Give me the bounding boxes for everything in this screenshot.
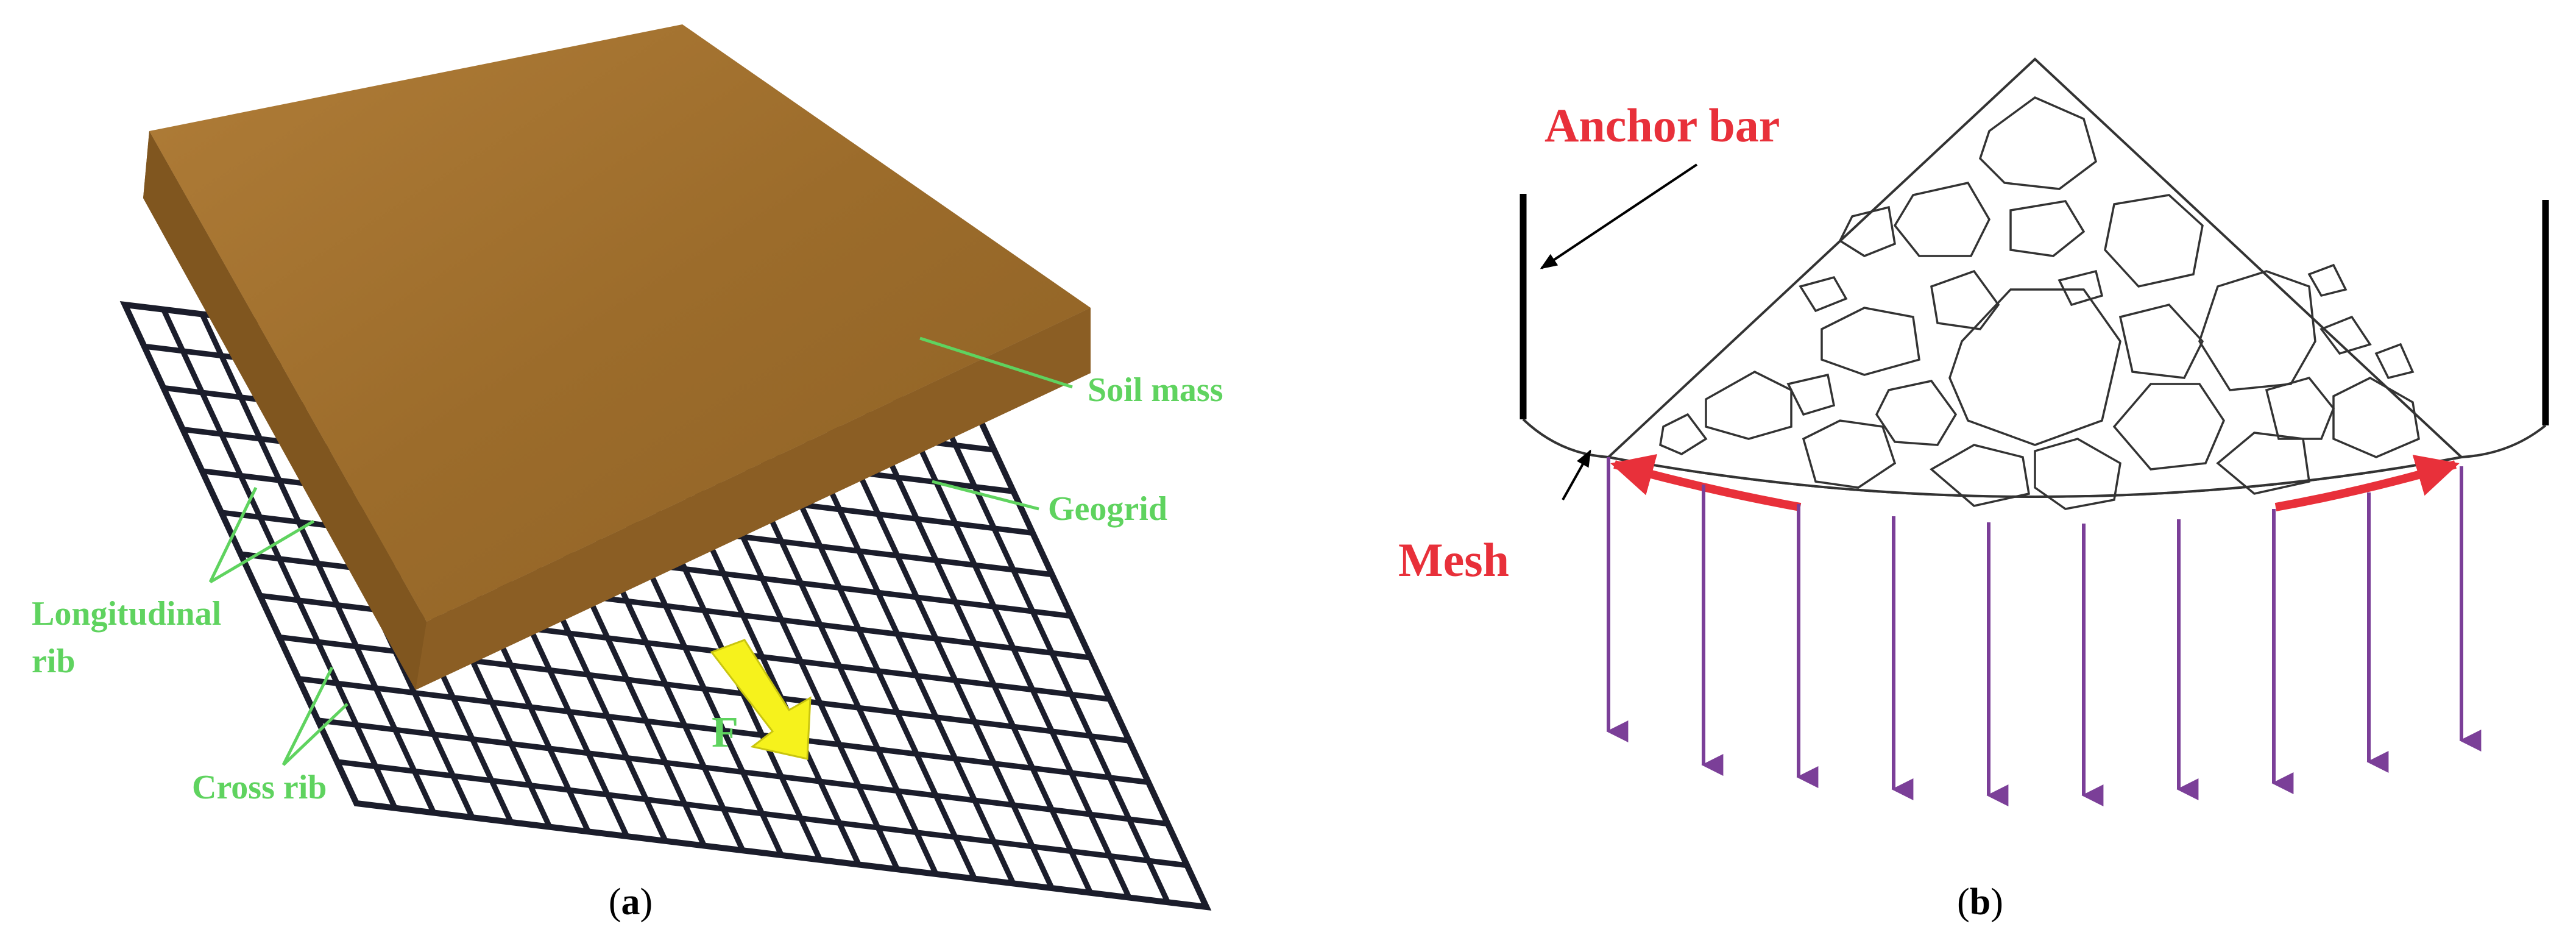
mesh-label: Mesh [1398,533,1509,586]
rock-fragment [1838,205,1896,257]
rock-fragment [1786,373,1836,416]
longitudinal-rib [856,393,1093,894]
rock-fragment [1821,307,1920,376]
longitudinal-rib [933,402,1170,904]
rock-fragment [1875,380,1958,446]
load-arrows [1606,457,2482,806]
soil-left-face [143,131,426,690]
anchor-bar-label: Anchor bar [1545,99,1780,152]
longitudinal-leader-2 [209,519,315,584]
rock-fragment [2058,269,2104,307]
soil-mass-leader [919,336,1073,389]
panel-a: Soil mass Geogrid Longitudinal rib Cross… [32,24,1223,923]
geogrid-leader [932,480,1039,511]
longitudinal-label: Longitudinal [32,595,221,633]
rock-fragment [1659,413,1708,455]
rock-fragment [1705,371,1792,440]
rock-fragment [2034,438,2121,510]
tension-arrow-left [1610,453,1802,511]
longitudinal-rib [972,407,1209,908]
soil-right-face [416,308,1091,690]
rock-fragments [1659,96,2420,510]
rock-fragment [1978,96,2098,190]
geogrid-label: Geogrid [1048,490,1167,528]
cross-rib-leader-2 [282,703,349,766]
rock-fragment [1929,444,2030,507]
force-arrow [710,639,812,760]
force-label: F [712,708,738,756]
rock-fragment [1893,182,1990,257]
longitudinal-rib [161,308,398,809]
rock-fragment [2319,315,2372,355]
rock-fragment [1930,269,2000,330]
rock-fragment [2265,376,2335,440]
rock-fragment [2112,383,2225,471]
caption-a: (a) [609,881,653,923]
soil-top-face [149,24,1091,622]
soil-mass-label: Soil mass [1088,371,1223,409]
longitudinal-rib-label: rib [32,642,76,680]
panel-b: Anchor bar Mesh (b) [1398,57,2549,923]
longitudinal-leader-1 [208,486,258,583]
longitudinal-rib [122,304,359,805]
rock-fragment [1799,275,1848,313]
rock-fragment [2104,194,2204,288]
caption-b: (b) [1957,881,2003,923]
rock-fragment [2216,432,2310,495]
rock-fragment [2332,377,2420,458]
rock-fragment [2198,270,2316,391]
mesh-leader [1562,449,1591,500]
cross-rib-label: Cross rib [192,769,327,806]
rock-fragment [1802,419,1897,489]
leader-lines-a [208,336,1073,766]
longitudinal-rib [199,313,436,814]
rock-fragment [2307,263,2348,297]
anchor-bar-leader [1540,163,1698,269]
soil-mass-block [143,24,1091,690]
rock-fragment [1948,288,2121,446]
rock-fragment [2374,343,2415,380]
rock-fragment [2009,200,2086,257]
rock-fragment [2118,304,2204,379]
tension-arrow-right [2274,455,2460,511]
cross-rib-leader-1 [281,666,334,766]
